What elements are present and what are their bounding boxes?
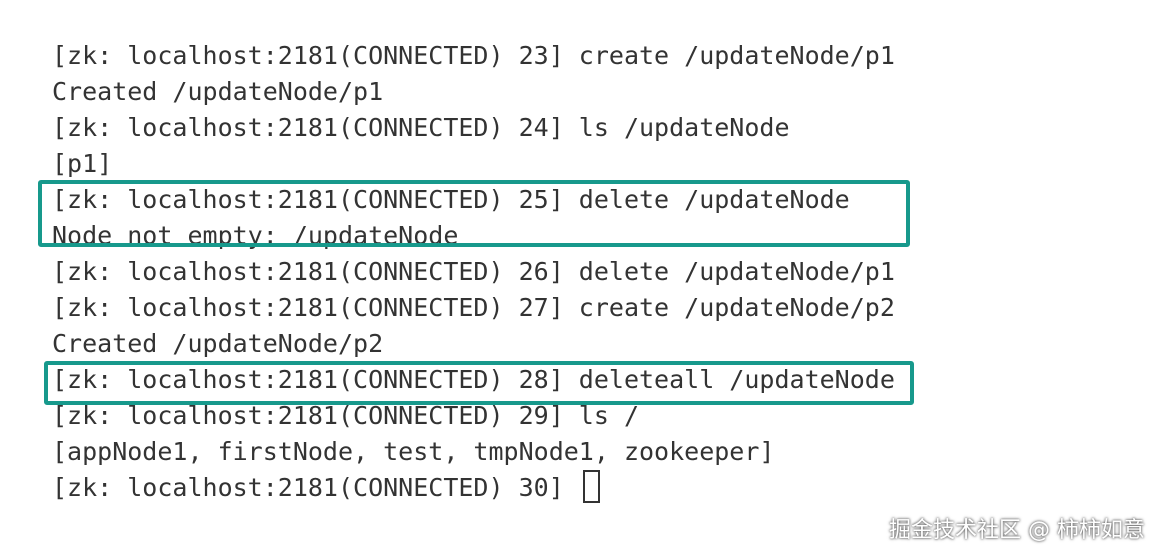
terminal-line: [zk: localhost:2181(CONNECTED) 26] delet… <box>52 257 895 286</box>
terminal-cursor <box>582 470 600 503</box>
watermark: 掘金技术社区 @ 柿柿如意 <box>889 518 1145 543</box>
terminal-line: [zk: localhost:2181(CONNECTED) 29] ls / <box>52 401 639 430</box>
terminal-line: [zk: localhost:2181(CONNECTED) 23] creat… <box>52 41 895 70</box>
terminal-prompt: [zk: localhost:2181(CONNECTED) 30] <box>52 473 579 502</box>
terminal-line: Created /updateNode/p2 <box>52 329 384 358</box>
highlight-box-deleteall <box>44 361 914 405</box>
highlight-box-delete <box>38 180 910 247</box>
terminal-line: [zk: localhost:2181(CONNECTED) 27] creat… <box>52 293 895 322</box>
terminal-line: [p1] <box>52 149 113 178</box>
terminal-line: [zk: localhost:2181(CONNECTED) 25] delet… <box>52 185 850 214</box>
terminal-line: Created /updateNode/p1 <box>52 77 384 106</box>
terminal-prompt-line[interactable]: [zk: localhost:2181(CONNECTED) 30] <box>52 470 1152 506</box>
terminal-line: [zk: localhost:2181(CONNECTED) 28] delet… <box>52 365 895 394</box>
terminal-line: [zk: localhost:2181(CONNECTED) 24] ls /u… <box>52 113 790 142</box>
terminal-line: [appNode1, firstNode, test, tmpNode1, zo… <box>52 437 775 466</box>
terminal-output: [zk: localhost:2181(CONNECTED) 23] creat… <box>52 38 1152 506</box>
